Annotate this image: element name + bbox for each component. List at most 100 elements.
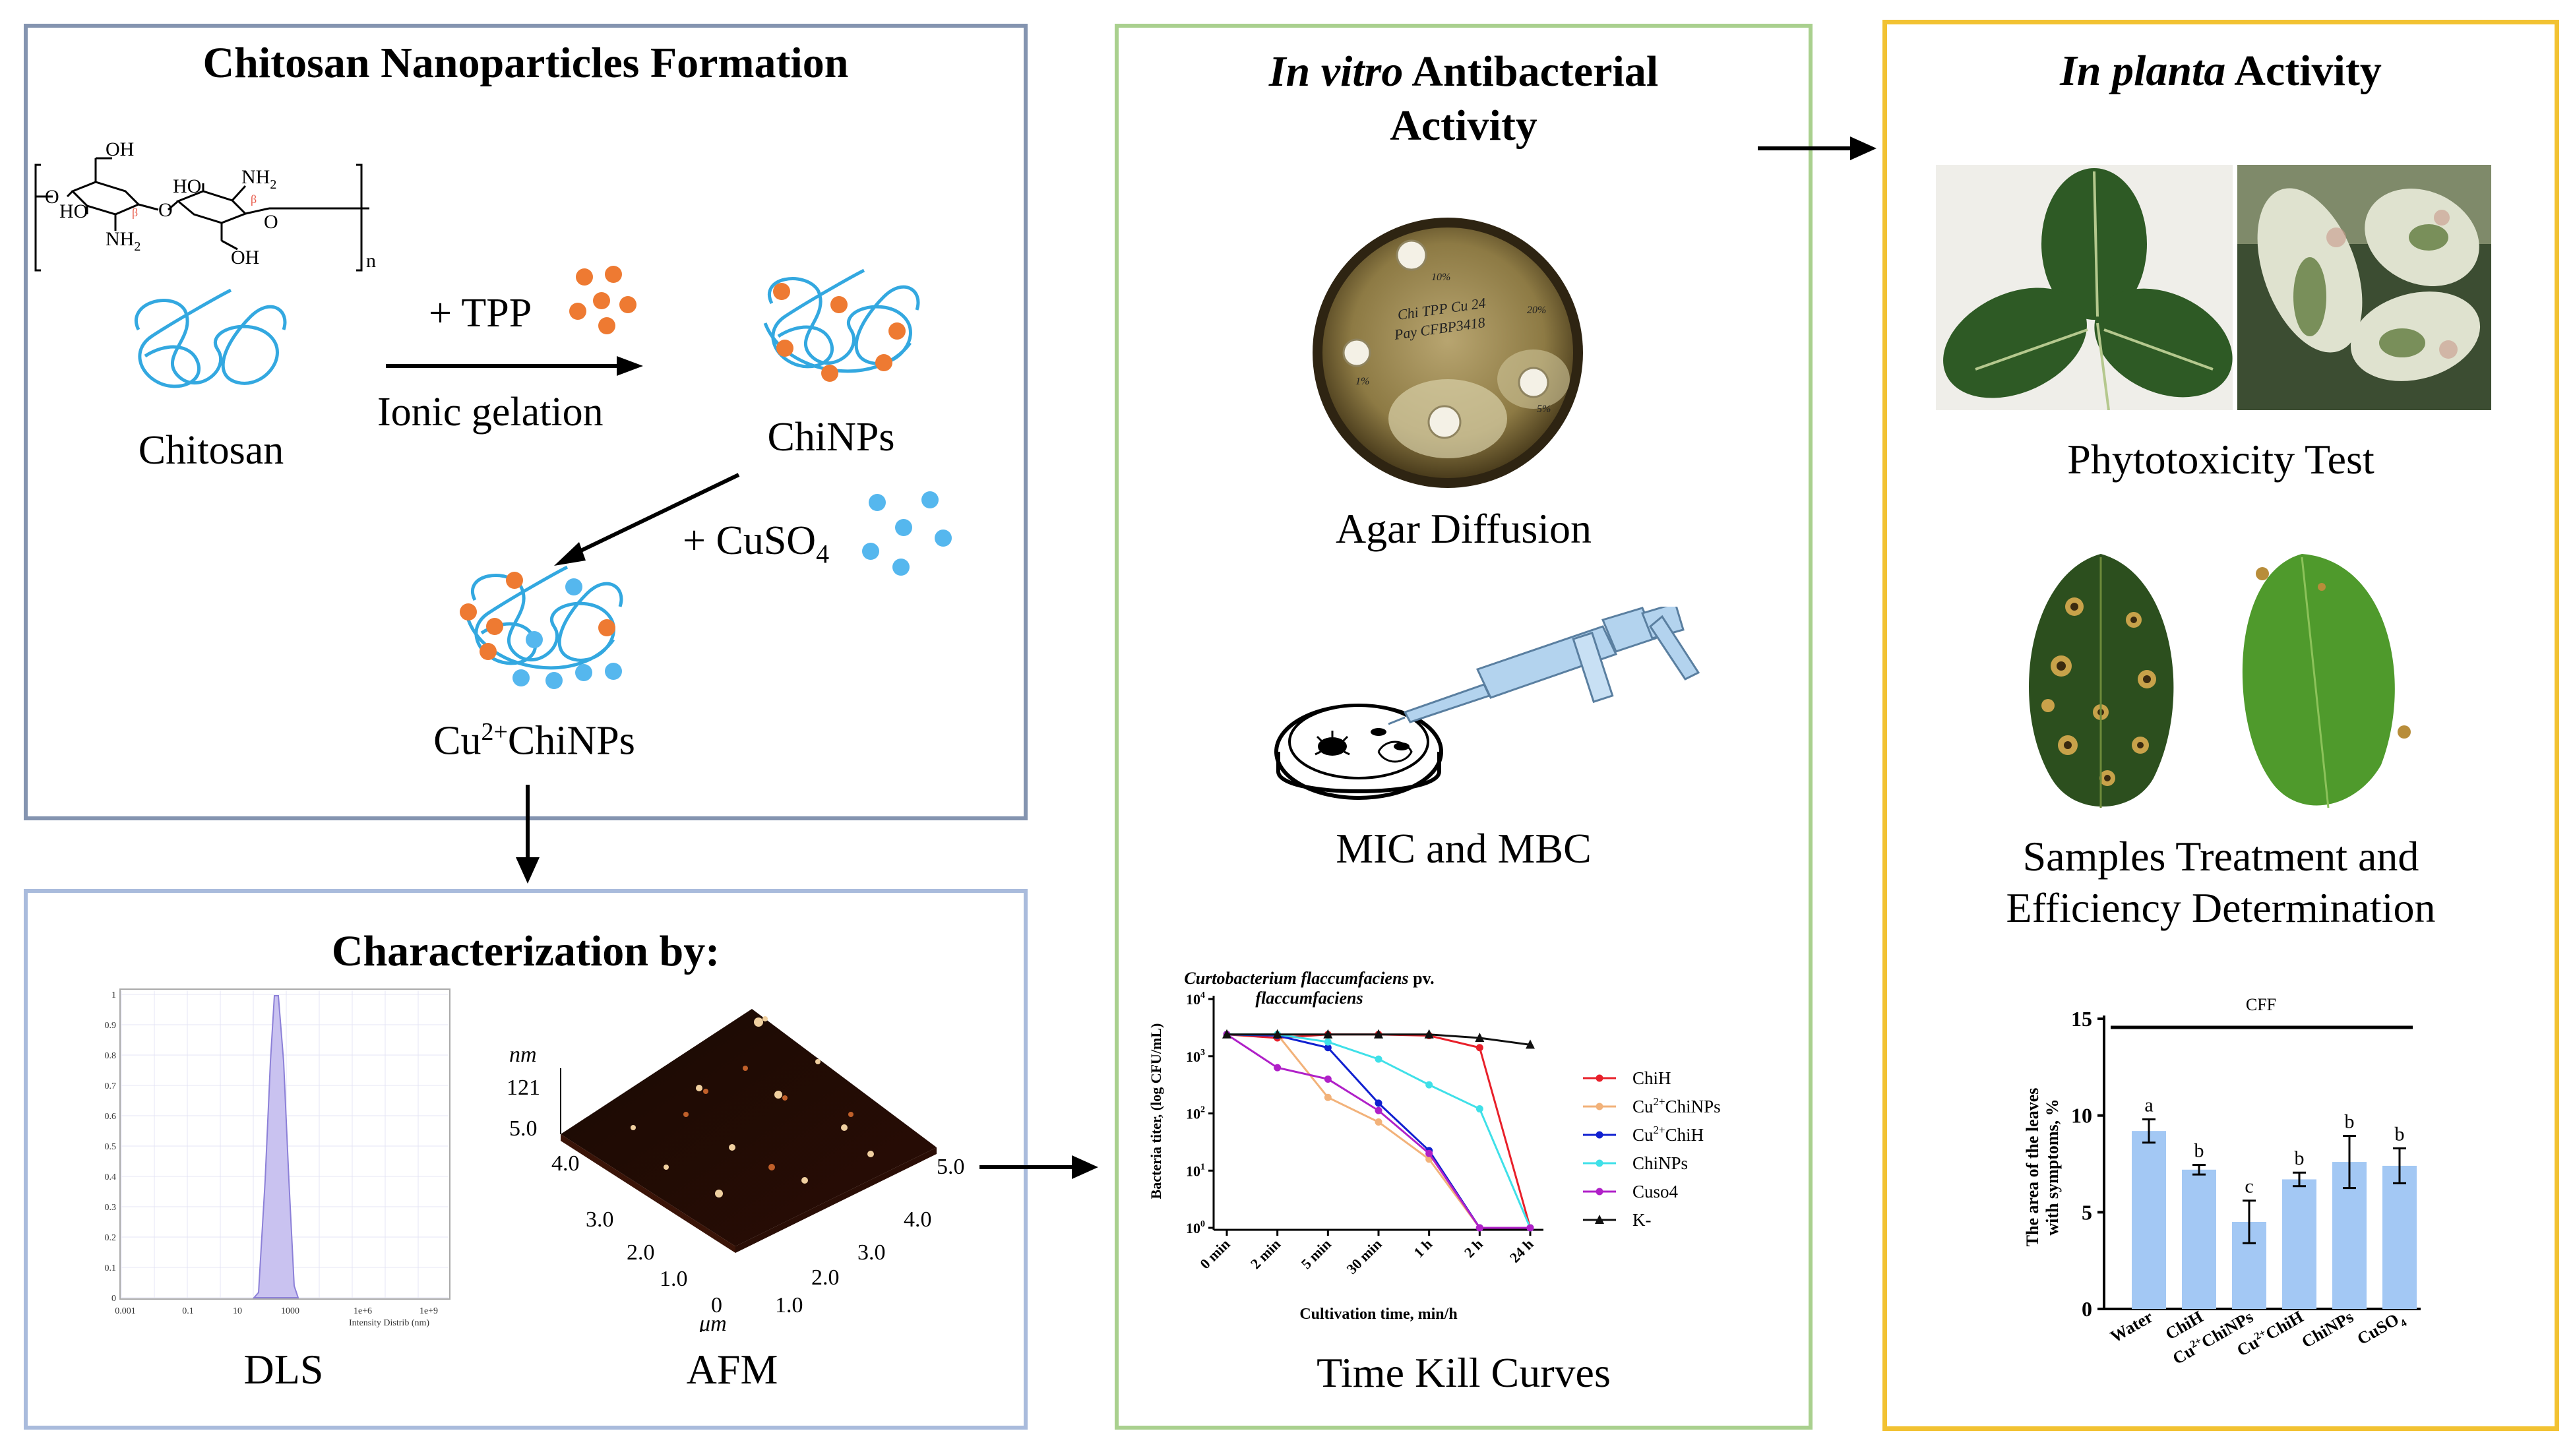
dls-ytick: 0.6 xyxy=(105,1112,117,1122)
tpp-label: + TPP xyxy=(429,291,532,336)
tkc-point xyxy=(1475,1105,1483,1113)
tkc-legend-label: K- xyxy=(1632,1210,1652,1230)
chitosan-label: Chitosan xyxy=(138,428,284,473)
inplanta-title-italic: In planta xyxy=(2060,47,2226,95)
tkc-xtick-label: 2 h xyxy=(1461,1236,1486,1261)
svg-text:n: n xyxy=(366,250,376,272)
tkc-point xyxy=(1375,1107,1382,1114)
svg-text:5%: 5% xyxy=(1537,404,1551,415)
svg-text:μm: μm xyxy=(698,1312,727,1332)
tkc-point xyxy=(1375,1118,1382,1126)
invitro-title-rest: Antibacterial xyxy=(1403,47,1659,96)
svg-text:O: O xyxy=(158,199,173,221)
svg-text:O: O xyxy=(45,186,59,208)
tkc-point xyxy=(1272,1029,1282,1039)
tpp-dots-icon xyxy=(569,266,636,334)
dls-ytick: 0.4 xyxy=(105,1172,117,1182)
chitosan-structure: O OH HO NH2 O HO NH2 O OH n β β xyxy=(34,138,376,272)
tkc-point xyxy=(1475,1224,1483,1232)
bar-sig-letter: a xyxy=(2144,1095,2153,1116)
treated-leaf-healthy xyxy=(2242,554,2411,808)
tkc-title-italic: Curtobacterium flaccumfaciens xyxy=(1184,969,1408,988)
svg-text:1000: 1000 xyxy=(281,1306,299,1316)
svg-text:2.0: 2.0 xyxy=(627,1240,655,1265)
tkc-point xyxy=(1375,1099,1382,1107)
svg-text:β: β xyxy=(132,206,138,219)
svg-text:HO: HO xyxy=(59,200,88,222)
svg-text:5.0: 5.0 xyxy=(509,1116,538,1141)
cu-chinps-particle-icon xyxy=(460,565,623,689)
bar-sig-letter: b xyxy=(2295,1147,2305,1169)
dls-chart: 10.90.80.70.60.50.40.30.20.10 0.001 0.1 … xyxy=(105,988,450,1328)
tkc-point xyxy=(1324,1044,1332,1052)
cuso4-label: + CuSO4 xyxy=(683,518,829,569)
samples-line1: Samples Treatment and xyxy=(2022,833,2419,880)
cu-suffix: ChiNPs xyxy=(507,718,635,764)
svg-text:0.001: 0.001 xyxy=(115,1306,136,1316)
tkc-legend-label: ChiNPs xyxy=(1632,1153,1688,1173)
tkc-legend-label: Cu2+ChiNPs xyxy=(1632,1095,1721,1116)
tkc-point xyxy=(1324,1075,1332,1083)
tkc-title-rest: pv. xyxy=(1409,969,1435,988)
svg-text:1%: 1% xyxy=(1355,376,1369,387)
tkc-label: Time Kill Curves xyxy=(1317,1349,1611,1396)
tkc-point xyxy=(1324,1038,1332,1046)
svg-text:3.0: 3.0 xyxy=(586,1207,614,1232)
svg-text:nm: nm xyxy=(509,1043,537,1067)
inplanta-title: In planta Activity xyxy=(1882,46,2559,96)
tkc-xtick-label: 30 min xyxy=(1343,1236,1384,1277)
dls-ytick: 0 xyxy=(111,1294,116,1304)
tkc-ytick-label: 103 xyxy=(1186,1048,1205,1065)
ionic-gelation-label: Ionic gelation xyxy=(377,390,604,435)
bar-sig-letter: b xyxy=(2395,1124,2405,1145)
invitro-title: In vitro Antibacterial Activity xyxy=(1115,45,1813,153)
agar-diffusion-label: Agar Diffusion xyxy=(1335,505,1592,552)
svg-text:2.0: 2.0 xyxy=(811,1265,840,1290)
tkc-xlabel: Cultivation time, min/h xyxy=(1299,1306,1457,1323)
svg-text:1.0: 1.0 xyxy=(660,1267,688,1291)
tkc-ytick-label: 100 xyxy=(1186,1219,1205,1236)
svg-text:20%: 20% xyxy=(1527,305,1546,316)
tkc-point xyxy=(1425,1149,1433,1157)
cu-chinps-label: Cu2+ChiNPs xyxy=(396,717,673,765)
tkc-ytick-label: 102 xyxy=(1186,1105,1205,1122)
tkc-ylabel: Bacteria titer, (log CFU/mL) xyxy=(1148,1023,1164,1199)
bar-sig-letter: b xyxy=(2194,1139,2204,1161)
inplanta-panel xyxy=(1882,20,2559,1431)
invitro-to-inplanta-arrow xyxy=(1758,136,1877,160)
treated-leaf-diseased xyxy=(2029,554,2174,808)
phytotoxicity-photo-treated xyxy=(2237,165,2491,410)
tkc-point xyxy=(1526,1224,1534,1232)
dls-ytick: 0.7 xyxy=(105,1081,117,1091)
phytotoxicity-photo-healthy xyxy=(1936,165,2233,410)
bar-xlabel: ChiNPs xyxy=(2299,1307,2357,1352)
svg-text:1.0: 1.0 xyxy=(775,1293,803,1318)
agar-plate-image: Chi TPP Cu 24 Pay CFBP3418 10% 20% 1% 5% xyxy=(1313,218,1583,488)
cu-dots-icon xyxy=(862,491,952,576)
bar xyxy=(2382,1165,2417,1309)
tkc-xtick-label: 24 h xyxy=(1506,1236,1537,1266)
bar-ylabel-1: The area of the leaves xyxy=(2023,1088,2042,1247)
cu-prefix: Cu xyxy=(433,718,481,764)
svg-text:OH: OH xyxy=(231,247,259,268)
tkc-ytick-label: 101 xyxy=(1186,1162,1205,1179)
tkc-point xyxy=(1375,1055,1382,1063)
bar-sig-letter: b xyxy=(2345,1110,2355,1132)
dls-ytick: 1 xyxy=(111,990,116,1000)
bar-ytick-label: 15 xyxy=(2071,1007,2092,1031)
chitosan-coil-icon xyxy=(135,288,287,388)
phytotoxicity-label: Phytotoxicity Test xyxy=(2067,436,2374,483)
svg-text:Curtobacterium flaccumfaciens: Curtobacterium flaccumfaciens pv. xyxy=(1184,969,1434,988)
tkc-xtick-label: 2 min xyxy=(1247,1236,1284,1272)
dls-ytick: 0.5 xyxy=(105,1142,117,1152)
characterization-title: Characterization by: xyxy=(331,927,720,975)
svg-text:10%: 10% xyxy=(1431,272,1450,283)
invitro-panel xyxy=(1115,24,1813,1430)
tkc-legend-label: Cu2+ChiH xyxy=(1632,1124,1704,1145)
dls-ytick: 0.9 xyxy=(105,1021,117,1031)
svg-text:HO: HO xyxy=(173,175,201,197)
svg-text:0.1: 0.1 xyxy=(182,1306,194,1316)
tkc-title-line2: flaccumfaciens xyxy=(1255,988,1363,1008)
cu-sup: 2+ xyxy=(481,718,508,746)
svg-text:O: O xyxy=(264,211,278,233)
